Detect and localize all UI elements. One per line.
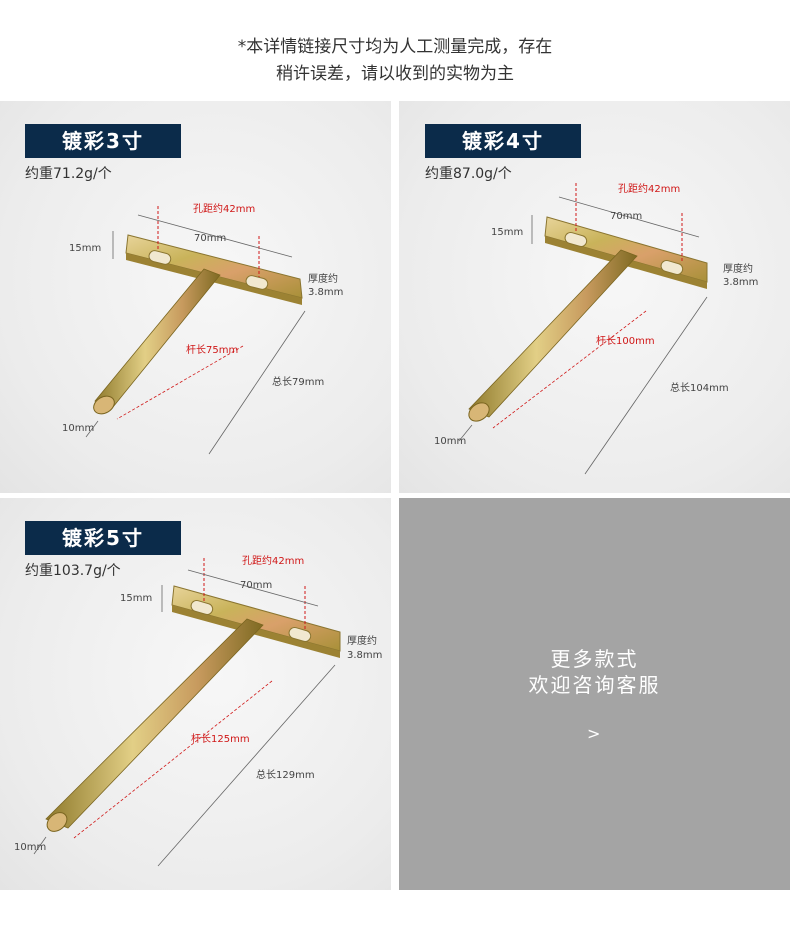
more-styles-text: 更多款式 欢迎咨询客服: [399, 646, 790, 698]
rod-length-label: 杆长100mm: [596, 335, 655, 347]
thickness-label: 厚度约: [723, 262, 753, 275]
plate-width-label: 15mm: [491, 227, 523, 238]
plate-length-label: 70mm: [240, 580, 272, 591]
notice-line-2: 稍许误差，请以收到的实物为主: [276, 64, 514, 84]
rod-diameter-label: 10mm: [62, 423, 94, 434]
more-styles-line-2: 欢迎咨询客服: [528, 673, 661, 697]
total-length-label: 总长129mm: [256, 768, 315, 781]
product-tag: 镀彩3寸: [25, 124, 181, 158]
plate-length-label: 70mm: [610, 211, 642, 222]
notice-line-1: *本详情链接尺寸均为人工测量完成，存在: [237, 37, 553, 57]
total-length-label: 总长79mm: [272, 375, 324, 388]
product-weight: 约重103.7g/个: [25, 563, 121, 579]
bracket-diagram-5in: 孔距约42mm 70mm 15mm 厚度约 3.8mm 杆长125mm 总长12…: [14, 554, 382, 867]
chevron-right-icon[interactable]: >: [587, 724, 601, 743]
product-weight: 约重71.2g/个: [25, 166, 112, 182]
hole-spacing-label: 孔距约42mm: [193, 202, 255, 215]
more-styles-line-1: 更多款式: [550, 647, 639, 671]
rod-diameter-label: 10mm: [14, 842, 46, 853]
more-styles-panel[interactable]: 更多款式 欢迎咨询客服 >: [399, 498, 790, 890]
product-panel-5in: 孔距约42mm 70mm 15mm 厚度约 3.8mm 杆长125mm 总长12…: [0, 498, 391, 890]
bracket-rod: [468, 249, 638, 422]
plate-length-label: 70mm: [194, 233, 226, 244]
hole-spacing-label: 孔距约42mm: [242, 554, 304, 567]
thickness-value: 3.8mm: [723, 277, 758, 288]
bracket-rod: [45, 618, 264, 832]
total-length-label: 总长104mm: [670, 381, 729, 394]
thickness-value: 3.8mm: [308, 287, 343, 298]
hole-spacing-label: 孔距约42mm: [618, 182, 680, 195]
rod-length-label: 杆长75mm: [186, 344, 238, 356]
bracket-rod: [93, 268, 221, 415]
bracket-diagram-4in: 孔距约42mm 70mm 15mm 厚度约 3.8mm 杆长100mm 总长10…: [434, 182, 758, 475]
product-tag: 镀彩5寸: [25, 521, 181, 555]
product-weight: 约重87.0g/个: [425, 166, 512, 182]
product-panel-4in: 孔距约42mm 70mm 15mm 厚度约 3.8mm 杆长100mm 总长10…: [399, 101, 790, 493]
plate-width-label: 15mm: [120, 593, 152, 604]
plate-width-label: 15mm: [69, 243, 101, 254]
thickness-value: 3.8mm: [347, 650, 382, 661]
rod-diameter-label: 10mm: [434, 436, 466, 447]
thickness-label: 厚度约: [347, 634, 377, 647]
measurement-notice: *本详情链接尺寸均为人工测量完成，存在 稍许误差，请以收到的实物为主: [0, 34, 790, 88]
bracket-plate: [125, 234, 303, 305]
bracket-diagram-3in: 孔距约42mm 70mm 15mm 厚度约 3.8mm 杆长75mm 总长79m…: [62, 202, 343, 455]
product-panel-3in: 孔距约42mm 70mm 15mm 厚度约 3.8mm 杆长75mm 总长79m…: [0, 101, 391, 493]
thickness-label: 厚度约: [308, 272, 338, 285]
rod-length-label: 杆长125mm: [191, 733, 250, 745]
product-tag: 镀彩4寸: [425, 124, 581, 158]
